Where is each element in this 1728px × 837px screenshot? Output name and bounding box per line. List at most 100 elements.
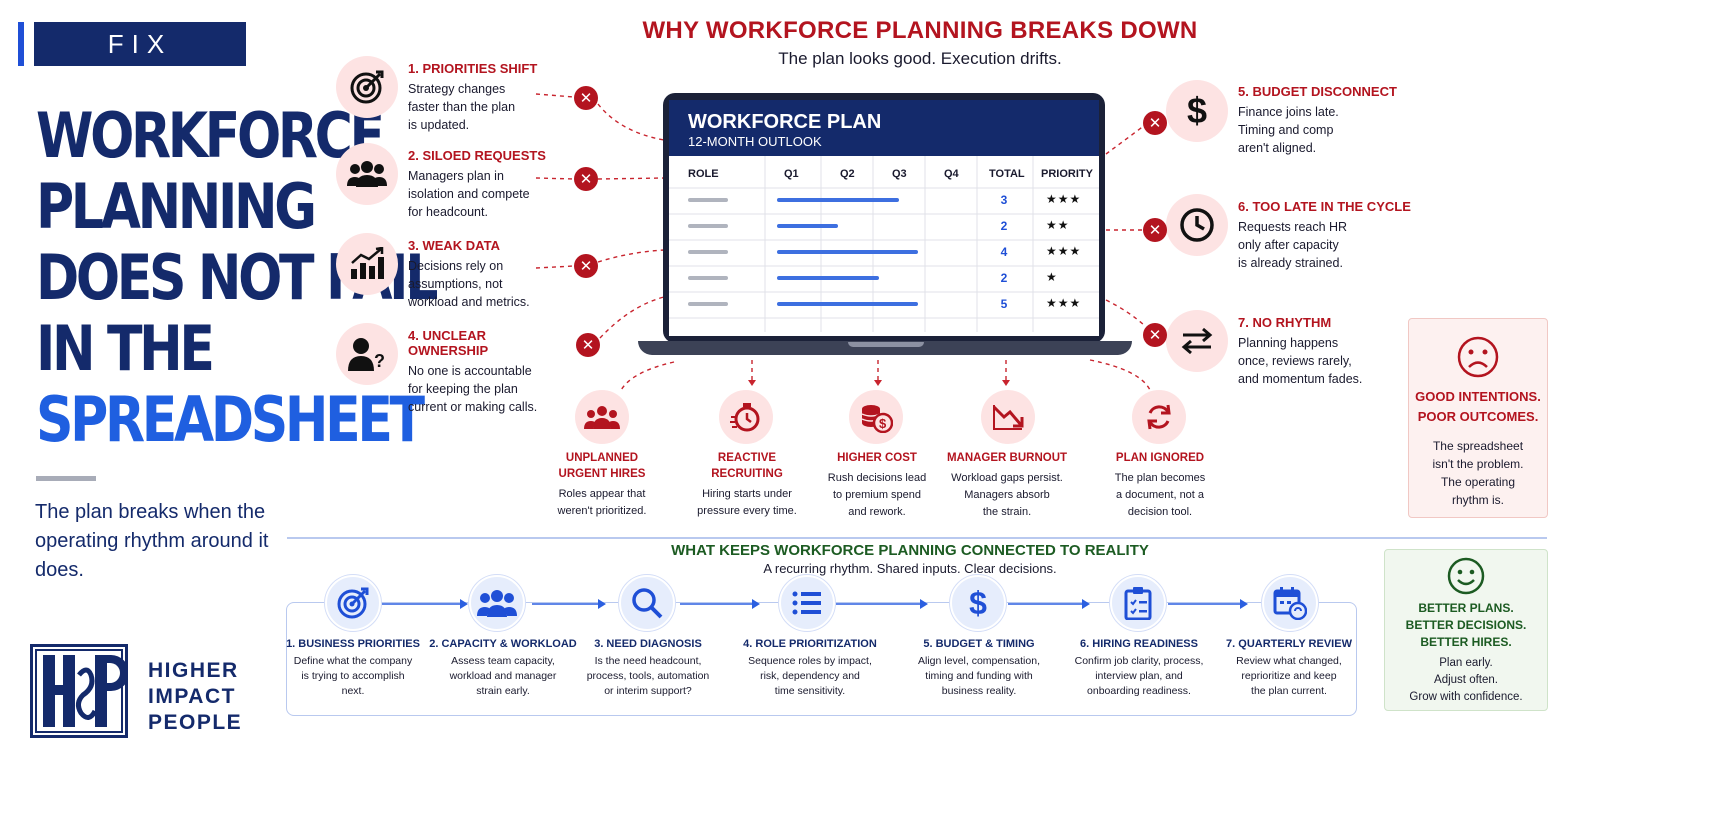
- issue-body-line: is already strained.: [1238, 256, 1343, 270]
- consequence-title-line: MANAGER BURNOUT: [946, 452, 1068, 464]
- callout-title-line: BETTER DECISIONS.: [1405, 618, 1527, 632]
- consequence-title-line: HIGHER COST: [837, 452, 917, 464]
- row-priority-stars: ★: [1046, 270, 1058, 284]
- issue-body: Managers plan in isolation and compete f…: [408, 167, 558, 221]
- issue-body-line: for keeping the plan: [408, 382, 518, 396]
- table-header: ROLE: [688, 168, 719, 180]
- step-body: Sequence roles by impact, risk, dependen…: [730, 654, 890, 699]
- step-body: Align level, compensation, timing and fu…: [899, 654, 1059, 699]
- step-body-line: or interim support?: [604, 685, 692, 697]
- issue-body-line: assumptions, not: [408, 277, 503, 291]
- callout-body-line: The spreadsheet: [1432, 439, 1524, 453]
- consequence-body-line: Hiring starts under: [702, 488, 792, 500]
- step-body-line: Align level, compensation,: [918, 655, 1040, 667]
- issue-body-line: Decisions rely on: [408, 259, 504, 273]
- step-body-line: Review what changed,: [1236, 655, 1342, 667]
- step-body-line: workload and manager: [449, 670, 557, 682]
- consequence-body-line: a document, not a: [1115, 489, 1205, 501]
- callout-body-line: Plan early.: [1439, 657, 1493, 669]
- step-body: Review what changed, reprioritize and ke…: [1209, 654, 1369, 699]
- issue-body-line: Finance joins late.: [1238, 105, 1339, 119]
- issue-unclear-ownership: 4. UNCLEAR OWNERSHIP No one is accountab…: [408, 328, 568, 416]
- row-priority-stars: ★★★: [1046, 296, 1082, 310]
- process-step-3: 3. NEED DIAGNOSIS Is the need headcount,…: [568, 638, 728, 699]
- process-step-7: 7. QUARTERLY REVIEW Review what changed,…: [1209, 638, 1369, 699]
- row-priority-stars: ★★★: [1046, 244, 1082, 258]
- row-priority-stars: ★★: [1046, 218, 1070, 232]
- issue-body-line: isolation and compete: [408, 187, 530, 201]
- consequence-body-line: Rush decisions lead: [827, 472, 927, 484]
- issue-no-rhythm: 7. NO RHYTHM Planning happens once, revi…: [1238, 315, 1398, 388]
- consequence-plan-ignored: PLAN IGNORED The plan becomes a document…: [1097, 450, 1223, 521]
- step-body-line: reprioritize and keep: [1241, 670, 1337, 682]
- issue-body: Finance joins late. Timing and comp aren…: [1238, 103, 1408, 157]
- svg-text:$: $: [879, 416, 887, 431]
- step-title: 5. BUDGET & TIMING: [923, 638, 1035, 650]
- issue-body-line: only after capacity: [1238, 238, 1339, 252]
- consequence-reactive-recruiting: REACTIVE RECRUITING Hiring starts under …: [685, 450, 809, 520]
- callout-body: The spreadsheet isn't the problem. The o…: [1409, 437, 1547, 509]
- outcome-callout-good: BETTER PLANS. BETTER DECISIONS. BETTER H…: [1384, 549, 1548, 711]
- step-title: 6. HIRING READINESS: [1080, 638, 1198, 650]
- section-subtitle-why: The plan looks good. Execution drifts.: [778, 49, 1062, 68]
- timeline-bar: [777, 302, 918, 306]
- dollar-icon: $: [1166, 80, 1228, 142]
- consequence-body: Roles appear that weren't prioritized.: [540, 486, 664, 520]
- role-placeholder-bar: [688, 224, 728, 228]
- step-body-line: business reality.: [941, 685, 1017, 697]
- issue-body-line: No one is accountable: [408, 364, 532, 378]
- callout-body-line: Adjust often.: [1434, 674, 1498, 686]
- issue-body: Requests reach HR only after capacity is…: [1238, 218, 1418, 272]
- logo-text-line: PEOPLE: [148, 711, 243, 734]
- issue-body-line: Managers plan in: [408, 169, 504, 183]
- logo-text-line: HIGHER: [148, 659, 239, 682]
- role-placeholder-bar: [688, 302, 728, 306]
- consequence-body-line: Roles appear that: [558, 488, 646, 500]
- issue-weak-data: 3. WEAK DATA Decisions rely on assumptio…: [408, 238, 558, 311]
- consequence-title-line: UNPLANNED: [565, 452, 639, 464]
- table-header: Q2: [840, 168, 855, 180]
- table-header: Q1: [784, 168, 799, 180]
- issue-siloed-requests: 2. SILOED REQUESTS Managers plan in isol…: [408, 148, 558, 221]
- process-step-4: 4. ROLE PRIORITIZATION Sequence roles by…: [730, 638, 890, 699]
- x-mark-icon: ✕: [574, 167, 598, 191]
- issue-body-line: current or making calls.: [408, 400, 538, 414]
- consequence-body-line: weren't prioritized.: [557, 505, 647, 517]
- issue-body: Strategy changes faster than the plan is…: [408, 80, 548, 134]
- row-total: 2: [1000, 271, 1008, 285]
- step-title: 3. NEED DIAGNOSIS: [594, 638, 702, 650]
- person-question-icon: ?: [336, 323, 398, 385]
- table-header: TOTAL: [989, 168, 1025, 180]
- issue-title: 2. SILOED REQUESTS: [408, 148, 546, 163]
- consequence-body: Hiring starts under pressure every time.: [685, 486, 809, 520]
- table-header: Q4: [944, 168, 959, 180]
- title-line: PLANNING: [36, 170, 317, 243]
- consequence-higher-cost: HIGHER COST Rush decisions lead to premi…: [815, 450, 939, 521]
- consequence-body-line: Workload gaps persist.: [951, 472, 1063, 484]
- step-title: 7. QUARTERLY REVIEW: [1226, 638, 1352, 650]
- logo-text-line: IMPACT: [148, 685, 236, 708]
- smile-face-icon: [1446, 556, 1486, 596]
- consequence-body-line: pressure every time.: [697, 505, 797, 517]
- table-header: Q3: [892, 168, 907, 180]
- row-total: 3: [1000, 193, 1008, 207]
- step-title: 2. CAPACITY & WORKLOAD: [429, 638, 577, 650]
- plan-header: [669, 100, 1099, 156]
- process-step-6: 6. HIRING READINESS Confirm job clarity,…: [1059, 638, 1219, 699]
- step-body-line: strain early.: [476, 685, 530, 697]
- table-header: PRIORITY: [1041, 168, 1093, 180]
- step-title: 4. ROLE PRIORITIZATION: [743, 638, 877, 650]
- callout-body-line: The operating: [1440, 475, 1516, 489]
- plan-subtitle: 12-MONTH OUTLOOK: [688, 134, 822, 149]
- step-body-line: Define what the company: [293, 655, 413, 667]
- issue-body-line: aren't aligned.: [1238, 141, 1317, 155]
- step-body-line: Confirm job clarity, process,: [1074, 655, 1204, 667]
- step-body: Confirm job clarity, process, interview …: [1059, 654, 1219, 699]
- issue-title: 7. NO RHYTHM: [1238, 315, 1332, 330]
- consequence-title-line: RECRUITING: [711, 468, 783, 480]
- callout-body-line: isn't the problem.: [1432, 457, 1524, 471]
- process-step-5: 5. BUDGET & TIMING Align level, compensa…: [899, 638, 1059, 699]
- step-body: Is the need headcount, process, tools, a…: [568, 654, 728, 699]
- timeline-bar: [777, 224, 838, 228]
